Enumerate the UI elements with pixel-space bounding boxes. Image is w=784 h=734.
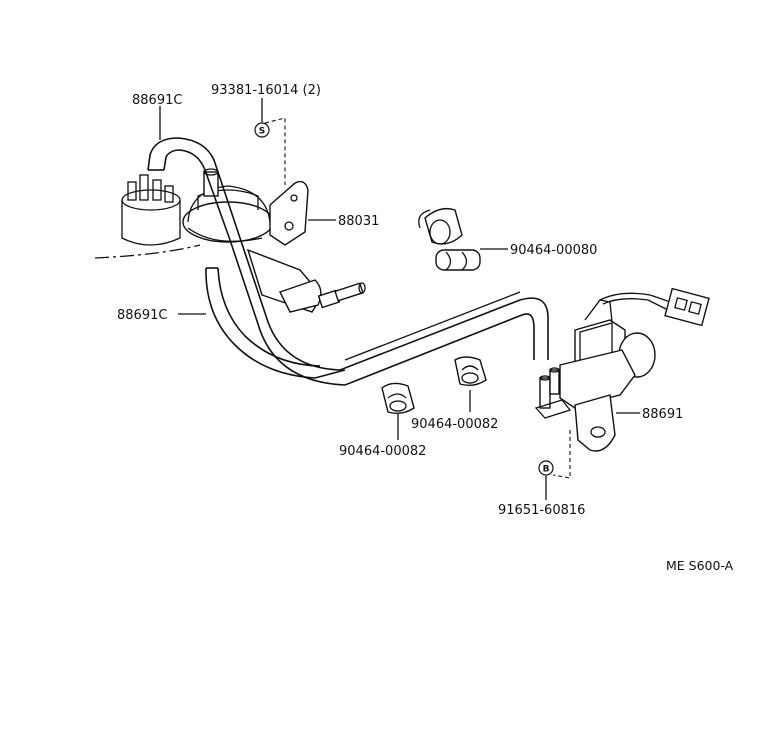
vacuum-hose-88691c-lower-drawing xyxy=(205,267,346,379)
bolt-top-dashed-line xyxy=(264,117,286,185)
bolt-marker-top: S xyxy=(254,122,270,138)
marker-b-text: B xyxy=(543,465,550,475)
label-91651-60816: 91651-60816 xyxy=(498,503,585,518)
bolt-bottom-dashed-line xyxy=(552,430,571,479)
label-88031: 88031 xyxy=(338,214,379,229)
vacuum-switching-valve-88031-drawing xyxy=(182,168,366,313)
hose-clamp-90464-00080-drawing xyxy=(418,207,481,271)
label-90464-00082-low: 90464-00082 xyxy=(339,444,426,459)
distributor-cap-drawing xyxy=(94,174,201,259)
hose-joint-line xyxy=(344,291,521,361)
label-93381-16014: 93381-16014 (2) xyxy=(211,83,321,98)
vacuum-hose-88691c-upper-drawing xyxy=(147,137,549,386)
bolt-marker-bottom: B xyxy=(538,460,554,476)
label-88691c-top: 88691C xyxy=(132,93,182,108)
label-88691c-left: 88691C xyxy=(117,308,167,323)
vacuum-switching-valve-88691-drawing xyxy=(534,287,710,452)
hose-clamp-90464-00082-mid-drawing xyxy=(454,356,487,387)
marker-s-text: S xyxy=(259,127,265,137)
leader-lines xyxy=(159,98,640,500)
label-88691: 88691 xyxy=(642,407,683,422)
reference-code: ME S600-A xyxy=(666,558,734,573)
label-90464-00082-mid: 90464-00082 xyxy=(411,417,498,432)
label-90464-00080: 90464-00080 xyxy=(510,243,597,258)
hose-clamp-90464-00082-low-drawing xyxy=(381,382,415,415)
